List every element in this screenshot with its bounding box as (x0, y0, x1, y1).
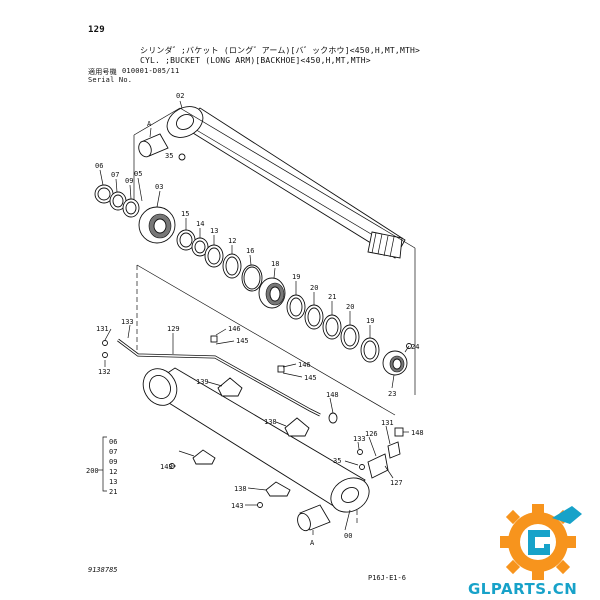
serial-range: 010001-D05/11 (122, 67, 180, 75)
glparts-logo (500, 504, 582, 580)
document-number: 9138785 (88, 566, 118, 574)
callout-label: 133 (121, 318, 134, 326)
g-letter-icon (528, 530, 550, 555)
callout-label: 35 (333, 457, 341, 465)
callout-label: A (147, 120, 152, 128)
callout-label: 14 (196, 220, 204, 228)
callout-label: 02 (176, 92, 184, 100)
group-label: 200 (86, 467, 99, 475)
title-japanese: シリンダ゛;バケット (ロング゛アーム)[バ゛ックホウ]<450,H,MT,MT… (140, 46, 421, 55)
group-item: 13 (109, 478, 117, 486)
callout-label: 126 (365, 430, 378, 438)
callout-label: 24 (411, 343, 419, 351)
callout-label: 35 (165, 152, 173, 160)
callout-label: 09 (125, 177, 133, 185)
callout-label: 139 (196, 378, 209, 386)
callout-label: 23 (388, 390, 396, 398)
tube-bushing (297, 504, 331, 532)
callout-label: 18 (271, 260, 279, 268)
part-callouts: 02 A 35 06 07 09 05 03 15 14 13 12 16 18… (95, 92, 424, 547)
rod-bushing (138, 133, 169, 158)
group-callout: 200 06 07 09 12 13 21 (86, 438, 117, 496)
callout-label: 148 (411, 429, 424, 437)
callout-label: 138 (264, 418, 277, 426)
callout-label: 131 (381, 419, 394, 427)
watermark-text: GLPARTS.CN (468, 580, 578, 598)
page-number: 129 (88, 25, 105, 35)
callout-label: 132 (98, 368, 111, 376)
callout-label: 13 (210, 227, 218, 235)
callout-label: 133 (353, 435, 366, 443)
callout-label: 06 (95, 162, 103, 170)
group-bracket (102, 436, 107, 492)
callout-label: 145 (304, 374, 317, 382)
callout-label: 138 (234, 485, 247, 493)
callout-label: 19 (292, 273, 300, 281)
callout-label: 15 (181, 210, 189, 218)
title-english: CYL. ;BUCKET (LONG ARM)[BACKHOE]<450,H,M… (140, 56, 371, 65)
callout-label: 127 (390, 479, 403, 487)
callout-label: 146 (228, 325, 241, 333)
callout-label: 145 (236, 337, 249, 345)
hydraulic-pipe (117, 338, 321, 417)
callout-label: 131 (96, 325, 109, 333)
callout-label: 00 (344, 532, 352, 540)
callout-label: 20 (346, 303, 354, 311)
piston-rod (166, 106, 406, 259)
callout-label: 143 (231, 502, 244, 510)
group-item: 09 (109, 458, 117, 466)
callout-label: 16 (246, 247, 254, 255)
excavator-arm-icon (552, 506, 582, 524)
callout-label: 20 (310, 284, 318, 292)
callout-label: 148 (326, 391, 339, 399)
serial-label-english: Serial No. (88, 76, 133, 84)
callout-label: 05 (134, 170, 142, 178)
callout-label: 146 (298, 361, 311, 369)
cylinder-tube (142, 367, 370, 513)
callout-label: 21 (328, 293, 336, 301)
callout-label: 03 (155, 183, 163, 191)
group-item: 06 (109, 438, 117, 446)
group-item: 21 (109, 488, 117, 496)
callout-label: 07 (111, 171, 119, 179)
group-item: 07 (109, 448, 117, 456)
callout-label: 19 (366, 317, 374, 325)
serial-label-japanese: 適用号機 (88, 68, 117, 76)
leader-lines (99, 100, 410, 531)
callout-label: 143 (160, 463, 173, 471)
callout-label: 12 (228, 237, 236, 245)
callout-label: A (310, 539, 315, 547)
figure-reference: P16J-E1-6 (368, 574, 406, 582)
seal-ring-chain (94, 184, 408, 376)
callout-label: 129 (167, 325, 180, 333)
group-item: 12 (109, 468, 117, 476)
